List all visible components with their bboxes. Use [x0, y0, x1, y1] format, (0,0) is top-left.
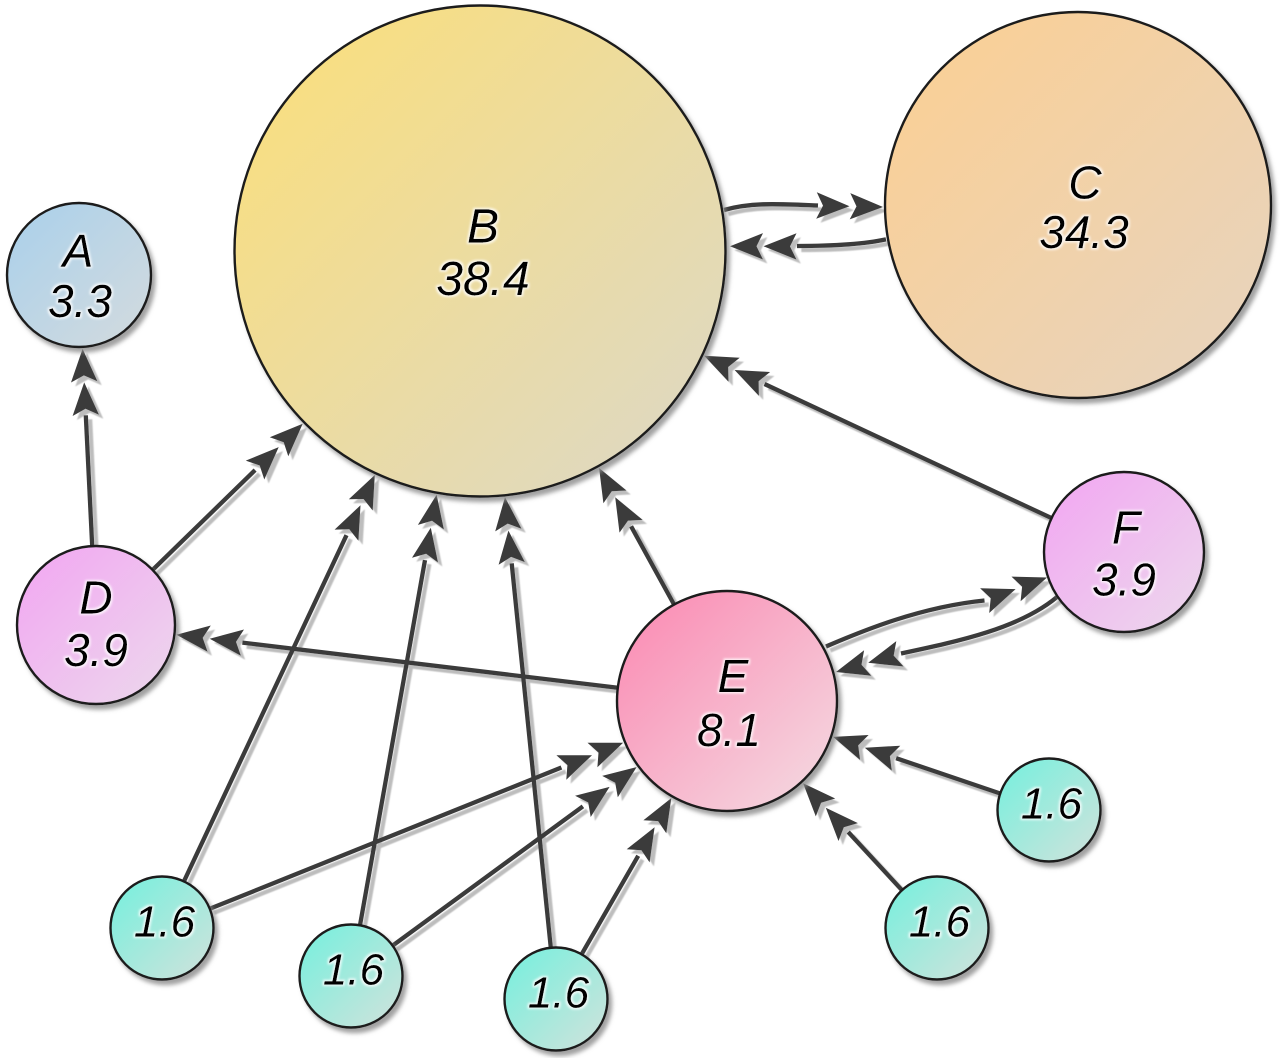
- svg-text:F: F: [1112, 502, 1143, 554]
- svg-text:38.4: 38.4: [436, 253, 529, 306]
- svg-text:3.3: 3.3: [48, 275, 112, 327]
- svg-text:3.9: 3.9: [1092, 554, 1156, 606]
- svg-text:3.9: 3.9: [64, 624, 128, 676]
- svg-text:1.6: 1.6: [1021, 780, 1083, 829]
- svg-text:1.6: 1.6: [323, 946, 385, 995]
- svg-text:C: C: [1068, 157, 1102, 209]
- svg-text:8.1: 8.1: [697, 704, 761, 756]
- svg-text:1.6: 1.6: [528, 969, 590, 1018]
- svg-text:34.3: 34.3: [1039, 206, 1129, 258]
- svg-text:1.6: 1.6: [134, 898, 196, 947]
- svg-text:A: A: [60, 225, 94, 277]
- svg-text:D: D: [79, 572, 112, 624]
- svg-text:B: B: [467, 201, 499, 254]
- svg-text:1.6: 1.6: [909, 898, 971, 947]
- svg-text:E: E: [718, 650, 750, 702]
